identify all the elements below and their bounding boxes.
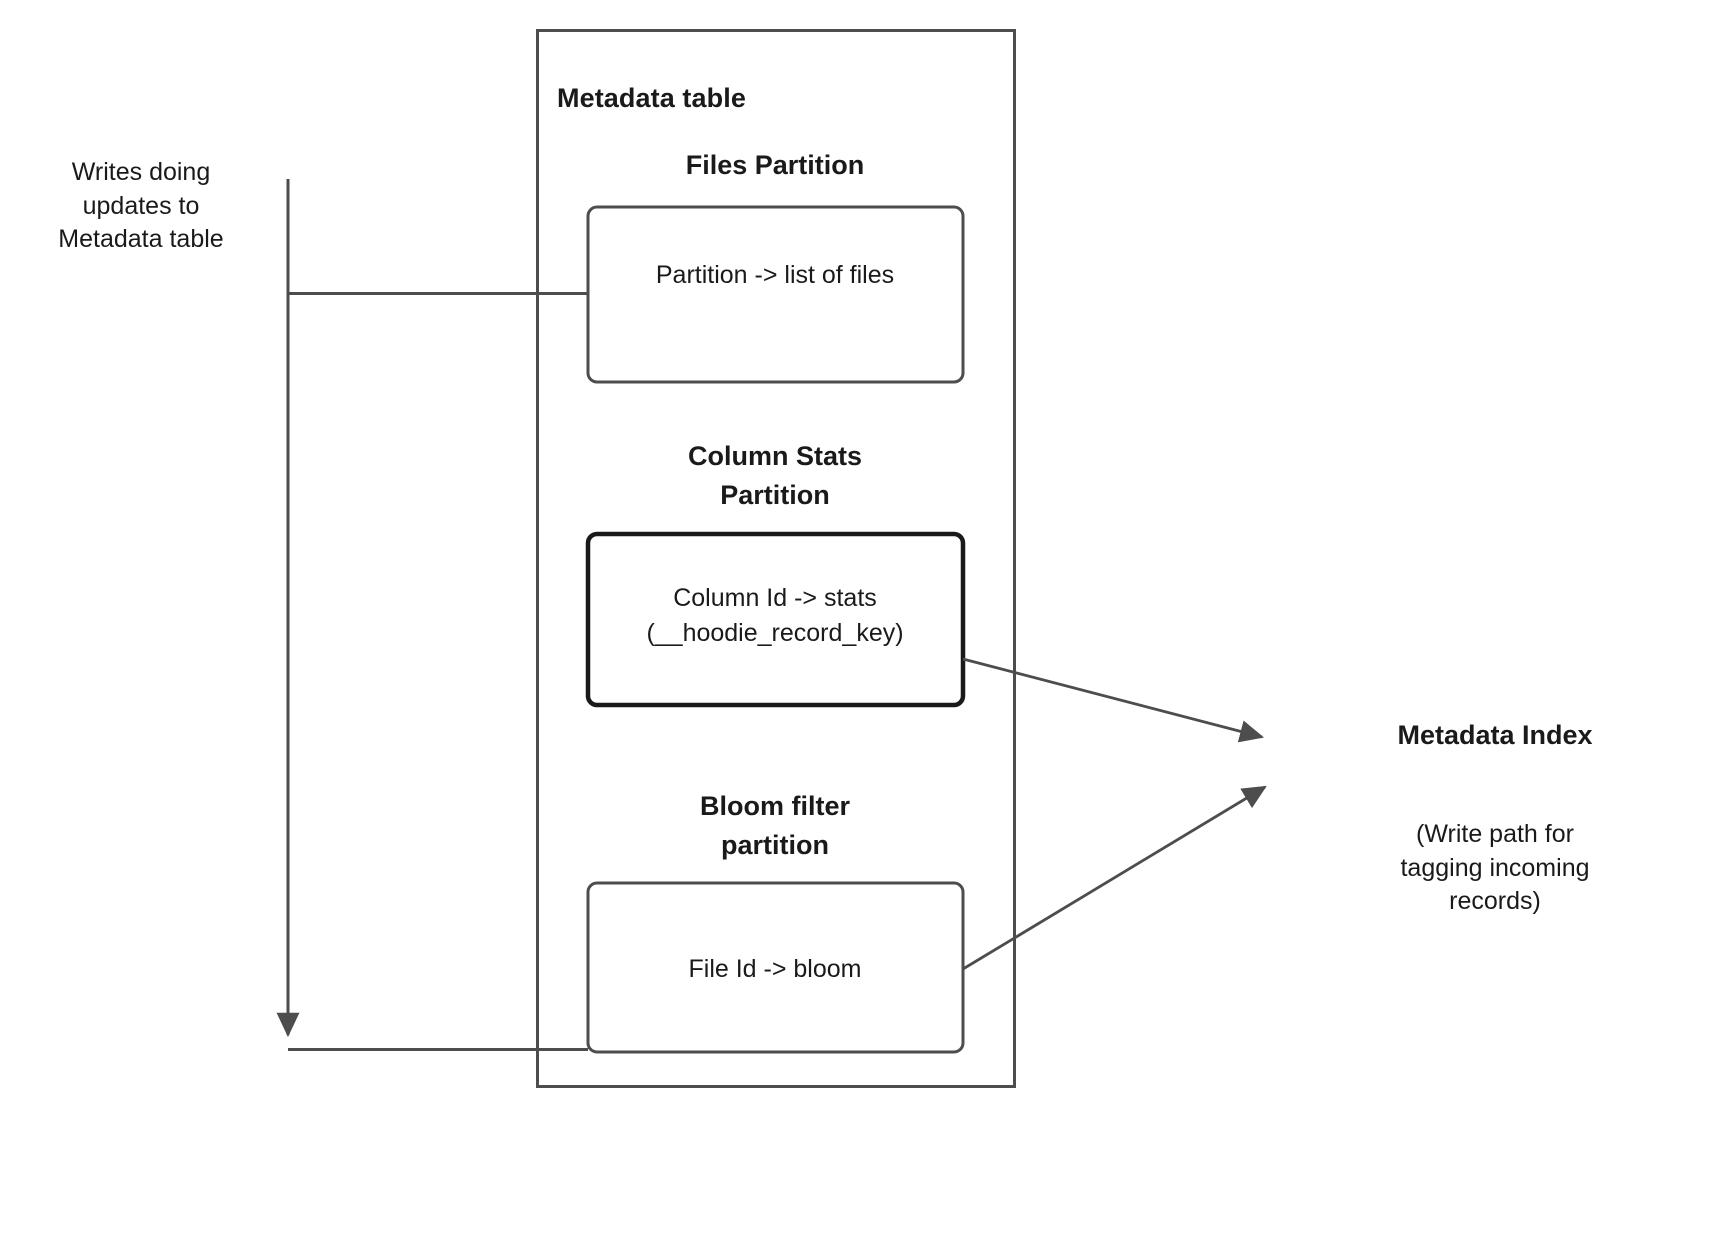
writes-annotation-label: Writes doing updates to Metadata table bbox=[58, 158, 224, 253]
bloom-filter-partition-heading: Bloom filter partition bbox=[699, 791, 850, 860]
files-partition-box bbox=[586, 205, 965, 384]
bloom-filter-to-index-arrow bbox=[962, 785, 1267, 971]
metadata-table-title: Metadata table bbox=[557, 83, 746, 113]
files-partition-box-text: Partition -> list of files bbox=[655, 261, 895, 289]
bloom-filter-box-text: File Id -> bloom bbox=[688, 955, 862, 983]
metadata-index-title: Metadata Index bbox=[1397, 720, 1593, 750]
metadata-table-container bbox=[536, 29, 1016, 1088]
column-stats-box-text: Column Id -> stats (__hoodie_record_key) bbox=[646, 584, 904, 647]
files-partition-heading: Files Partition bbox=[685, 150, 865, 180]
column-stats-to-index-arrow bbox=[962, 657, 1265, 743]
column-stats-partition-heading: Column Stats Partition bbox=[687, 441, 862, 510]
metadata-index-caption: (Write path for tagging incoming records… bbox=[1400, 820, 1590, 915]
